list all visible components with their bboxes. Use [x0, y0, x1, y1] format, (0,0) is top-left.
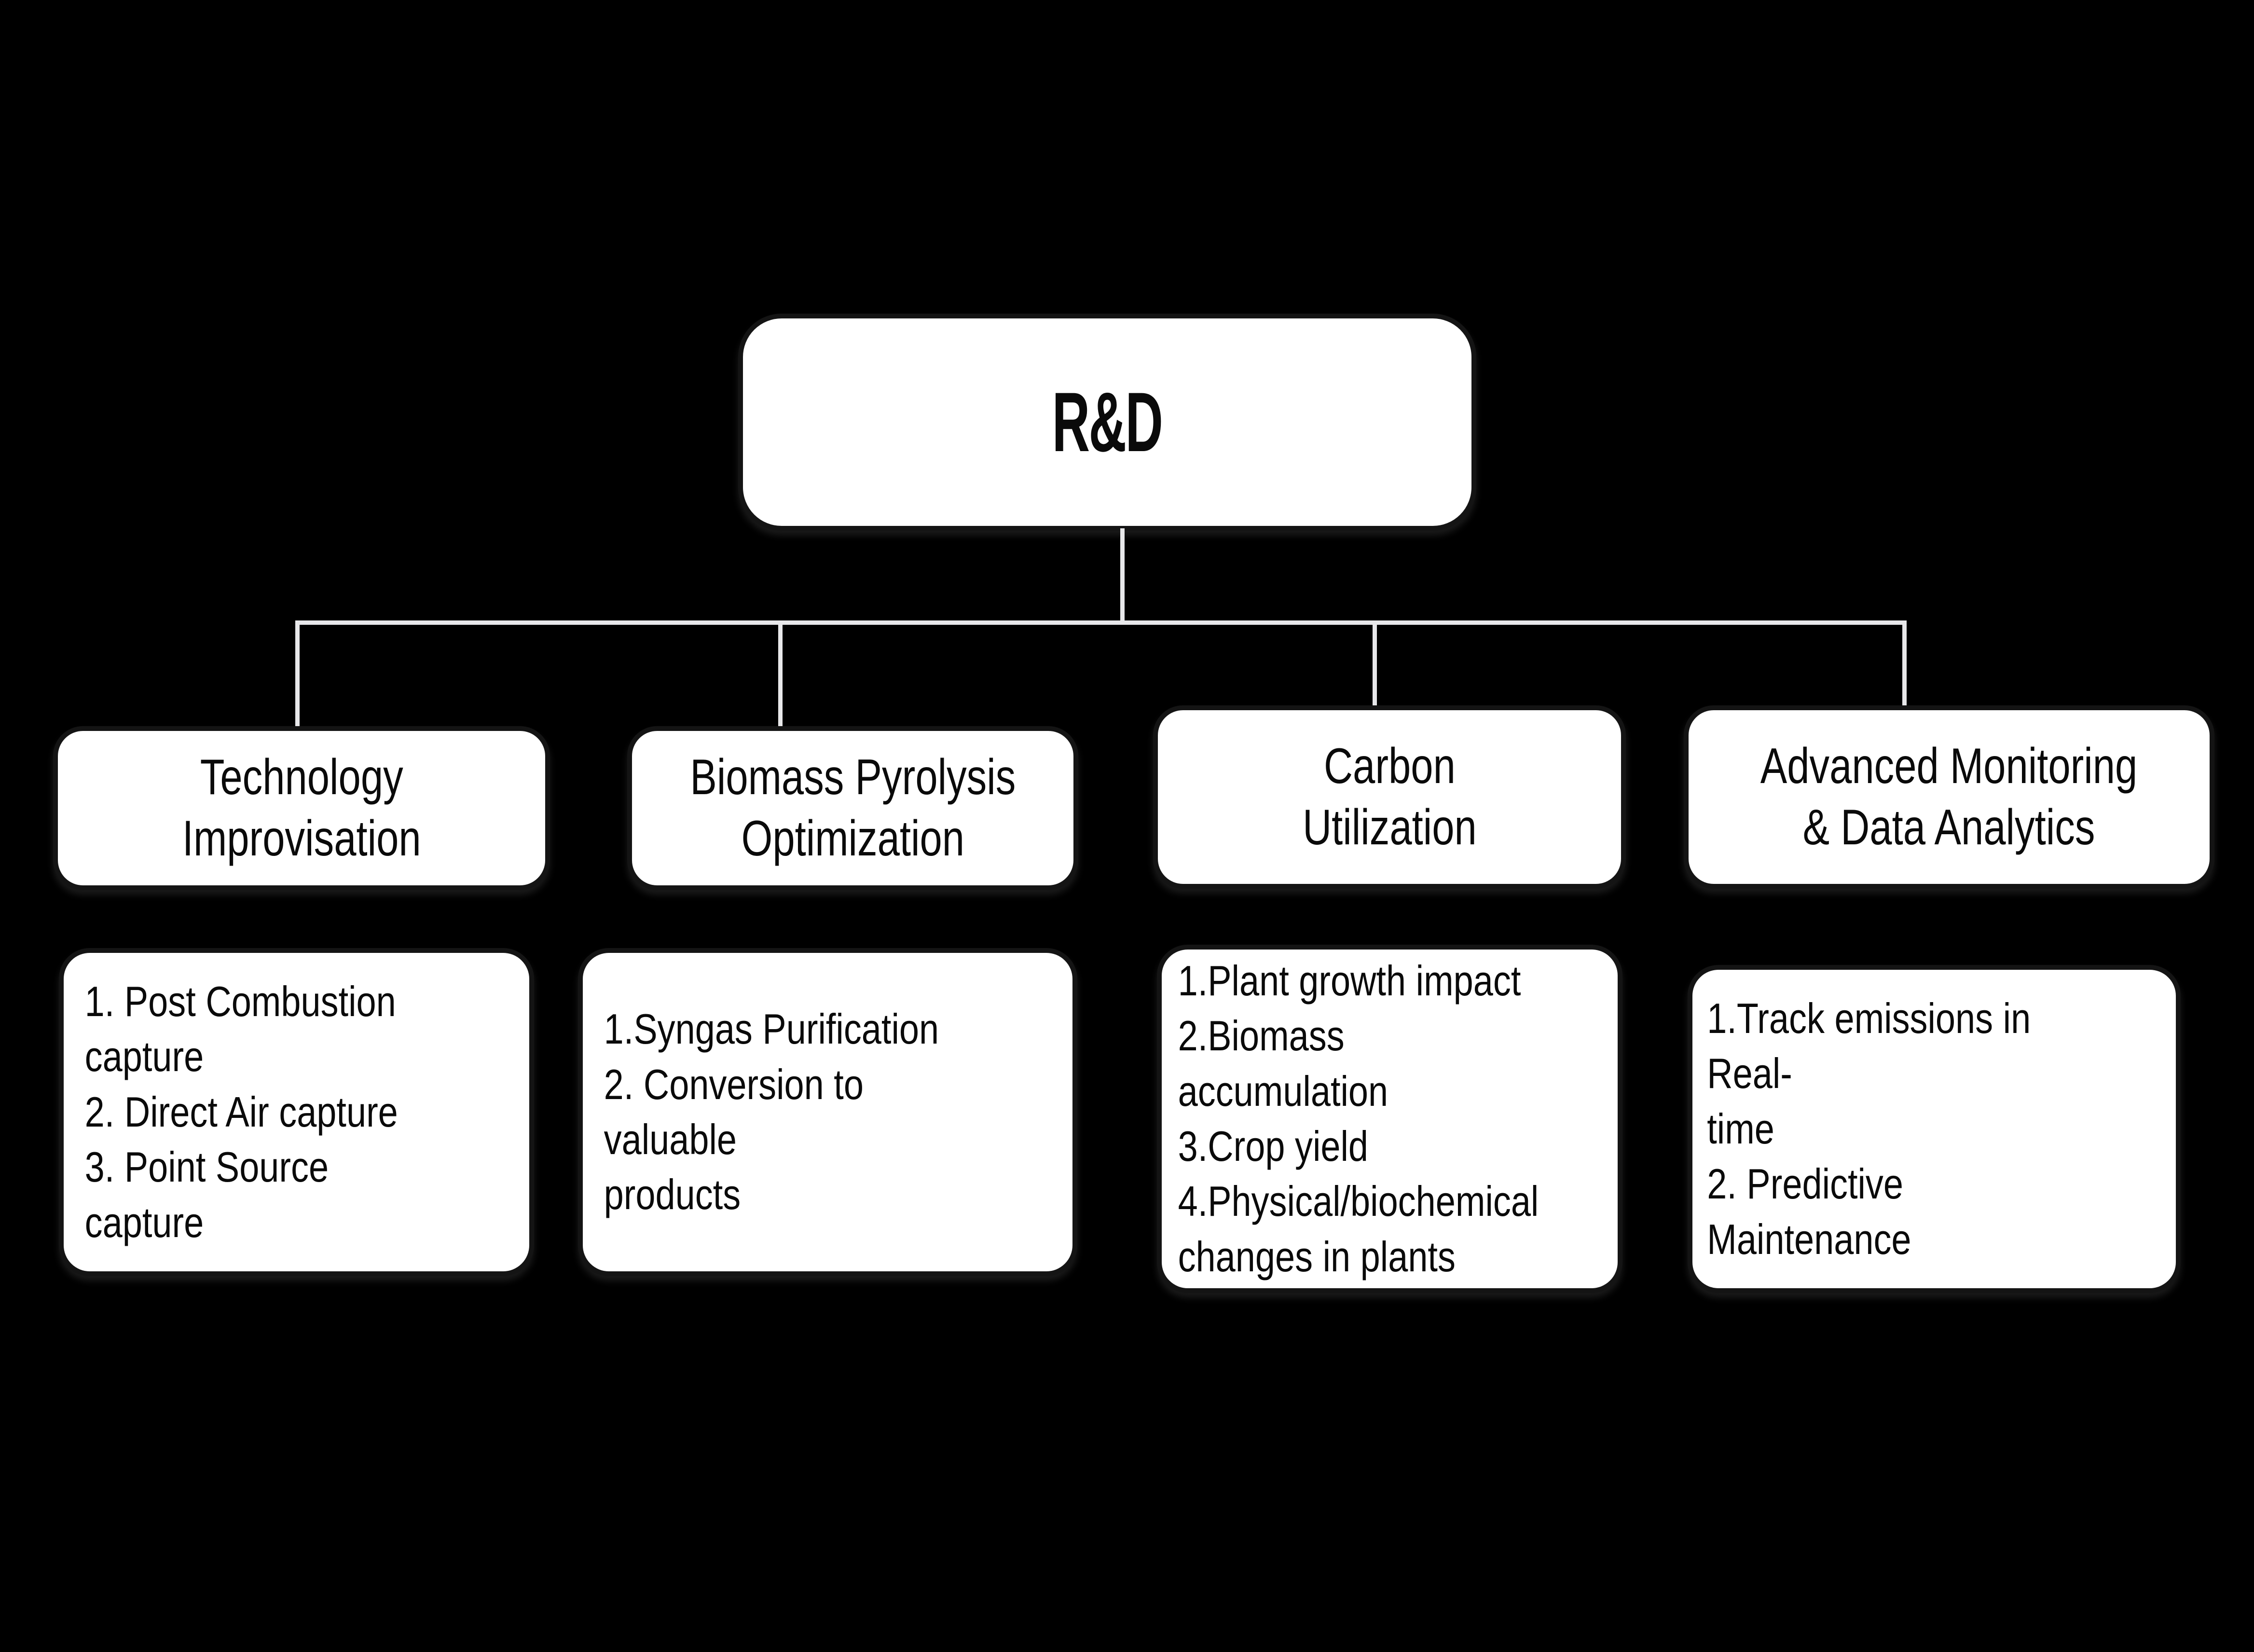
connector-drop-4 [1902, 620, 1907, 707]
branch-content-list-1: 1. Post Combustion capture 2. Direct Air… [64, 974, 455, 1250]
list-item: 2.Biomass accumulation [1178, 1012, 1388, 1115]
branch-header-2[interactable]: Biomass Pyrolysis Optimization [627, 726, 1078, 890]
branch-header-1[interactable]: Technology Improvisation [53, 726, 550, 890]
branch-content-3[interactable]: 1.Plant growth impact 2.Biomass accumula… [1157, 945, 1622, 1293]
branch-content-1[interactable]: 1. Post Combustion capture 2. Direct Air… [59, 948, 534, 1276]
list-item: 2. Direct Air capture [84, 1088, 398, 1136]
branch-header-label-1: Technology Improvisation [182, 749, 421, 867]
root-node-label: R&D [1052, 375, 1163, 469]
branch-header-label-2: Biomass Pyrolysis Optimization [689, 749, 1016, 867]
list-item: 4.Physical/biochemical changes in plants [1178, 1177, 1539, 1280]
list-item: 1.Track emissions in Real- time [1707, 994, 2031, 1153]
connector-drop-1 [295, 620, 300, 728]
connector-drop-3 [1373, 620, 1377, 707]
branch-header-label-4: Advanced Monitoring & Data Analytics [1760, 738, 2138, 855]
branch-header-label-3: Carbon Utilization [1302, 738, 1477, 855]
connector-root-stem [1120, 528, 1125, 623]
list-item: 3. Point Source capture [84, 1143, 329, 1246]
root-node-rd[interactable]: R&D [738, 314, 1476, 531]
list-item: 1.Plant growth impact [1178, 956, 1521, 1005]
list-item: 3.Crop yield [1178, 1122, 1369, 1170]
branch-content-list-2: 1.Syngas Purification 2. Conversion to v… [583, 1002, 994, 1223]
branch-content-list-3: 1.Plant growth impact 2.Biomass accumula… [1162, 953, 1545, 1284]
branch-header-4[interactable]: Advanced Monitoring & Data Analytics [1684, 705, 2214, 889]
list-item: 2. Predictive Maintenance [1707, 1160, 1911, 1263]
branch-header-3[interactable]: Carbon Utilization [1153, 705, 1626, 889]
branch-content-list-4: 1.Track emissions in Real- time 2. Predi… [1692, 991, 2099, 1267]
branch-content-2[interactable]: 1.Syngas Purification 2. Conversion to v… [578, 948, 1077, 1276]
connector-bus [295, 620, 1907, 625]
list-item: 1.Syngas Purification [604, 1005, 939, 1053]
list-item: 1. Post Combustion capture [84, 977, 396, 1081]
connector-drop-2 [778, 620, 783, 728]
branch-content-4[interactable]: 1.Track emissions in Real- time 2. Predi… [1688, 965, 2181, 1293]
list-item: 2. Conversion to valuable products [604, 1060, 864, 1219]
